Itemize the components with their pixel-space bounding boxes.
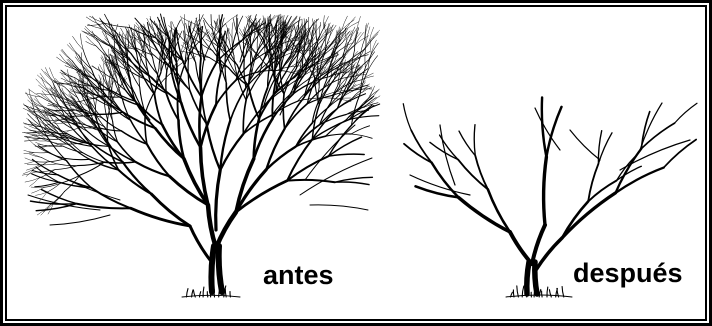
ground-grass-drawing (182, 286, 572, 297)
label-after: después (573, 260, 683, 287)
unpruned-tree-drawing (22, 14, 380, 292)
label-before: antes (263, 262, 334, 289)
